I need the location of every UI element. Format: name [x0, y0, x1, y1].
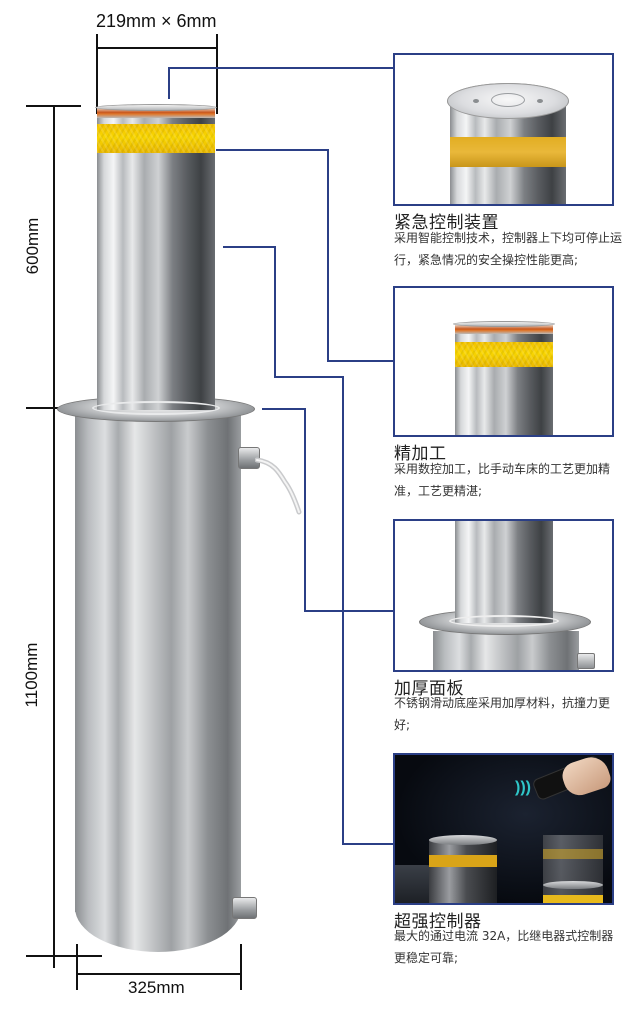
- dimension-line: [76, 944, 78, 990]
- cap-center-ring: [491, 93, 525, 107]
- feature-description: 采用智能控制技术，控制器上下均可停止运行，紧急情况的安全操控性能更高;: [394, 231, 623, 267]
- hand: [558, 755, 612, 800]
- connector-line: [274, 376, 344, 378]
- connector-line: [304, 408, 306, 611]
- bollard-cap: [95, 104, 217, 111]
- bollard-housing: [433, 631, 579, 670]
- gold-band: [429, 855, 497, 867]
- led-warning-ring: [97, 108, 215, 118]
- bollard-column: [455, 521, 553, 623]
- bollard-column: [429, 839, 497, 903]
- feature-title: 超强控制器: [394, 912, 482, 932]
- feature-description: 最大的通过电流 32A，比继电器式控制器更稳定可靠;: [394, 929, 614, 965]
- dimension-line: [240, 944, 242, 990]
- reflective-band: [455, 342, 553, 367]
- connector-line: [168, 67, 394, 69]
- connector-line: [262, 408, 306, 410]
- dimension-line: [26, 955, 102, 957]
- cable-icon: [255, 457, 302, 515]
- gold-band: [450, 137, 566, 167]
- flange-inner-ring: [449, 615, 559, 627]
- dimension-line: [216, 34, 218, 114]
- dimension-line: [26, 105, 81, 107]
- dimension-line: [76, 973, 241, 975]
- bollard-housing: [75, 414, 241, 912]
- drain-outlet-pipe: [232, 897, 257, 919]
- bollard-column-rising: [543, 835, 603, 903]
- reflective-band: [97, 124, 215, 153]
- connector-line: [223, 246, 275, 248]
- bollard-housing-bottom: [75, 900, 241, 952]
- dimension-line: [96, 47, 217, 49]
- dimension-line: [96, 34, 98, 114]
- connector-line: [327, 360, 394, 362]
- bollard-cap: [429, 835, 497, 845]
- connector-line: [216, 149, 328, 151]
- feature-image-emergency-control: [393, 53, 614, 206]
- feature-description: 采用数控加工，比手动车床的工艺更加精准，工艺更精湛;: [394, 462, 611, 498]
- feature-title: 加厚面板: [394, 679, 464, 699]
- dimension-line: [53, 105, 55, 968]
- connector-line: [327, 149, 329, 361]
- bollard-illustration: [0, 0, 320, 1012]
- cap-bolt-icon: [537, 99, 543, 103]
- feature-image-fine-machining: [393, 286, 614, 437]
- feature-image-controller: ))): [393, 753, 614, 905]
- connector-line: [342, 843, 394, 845]
- bollard-cap: [543, 881, 603, 889]
- cap-bolt-icon: [473, 99, 479, 103]
- led-warning-ring: [455, 325, 553, 334]
- bollard-rising-column: [97, 110, 215, 410]
- tube-diameter-label: 219mm × 6mm: [96, 11, 217, 31]
- feature-image-thick-plate: [393, 519, 614, 672]
- connector-line: [274, 246, 276, 377]
- feature-title: 精加工: [394, 444, 447, 464]
- outlet-pipe: [577, 653, 595, 669]
- gold-band: [543, 849, 603, 859]
- flange-inner-ring: [92, 401, 220, 415]
- bollard-cap: [453, 321, 555, 327]
- base-diameter-label: 325mm: [128, 978, 185, 997]
- wireless-signal-icon: ))): [515, 779, 531, 796]
- feature-description: 不锈钢滑动底座采用加厚材料，抗撞力更好;: [394, 696, 611, 732]
- gold-band: [543, 895, 603, 903]
- connector-line: [304, 610, 394, 612]
- feature-title: 紧急控制装置: [394, 213, 499, 233]
- connector-line: [168, 67, 170, 99]
